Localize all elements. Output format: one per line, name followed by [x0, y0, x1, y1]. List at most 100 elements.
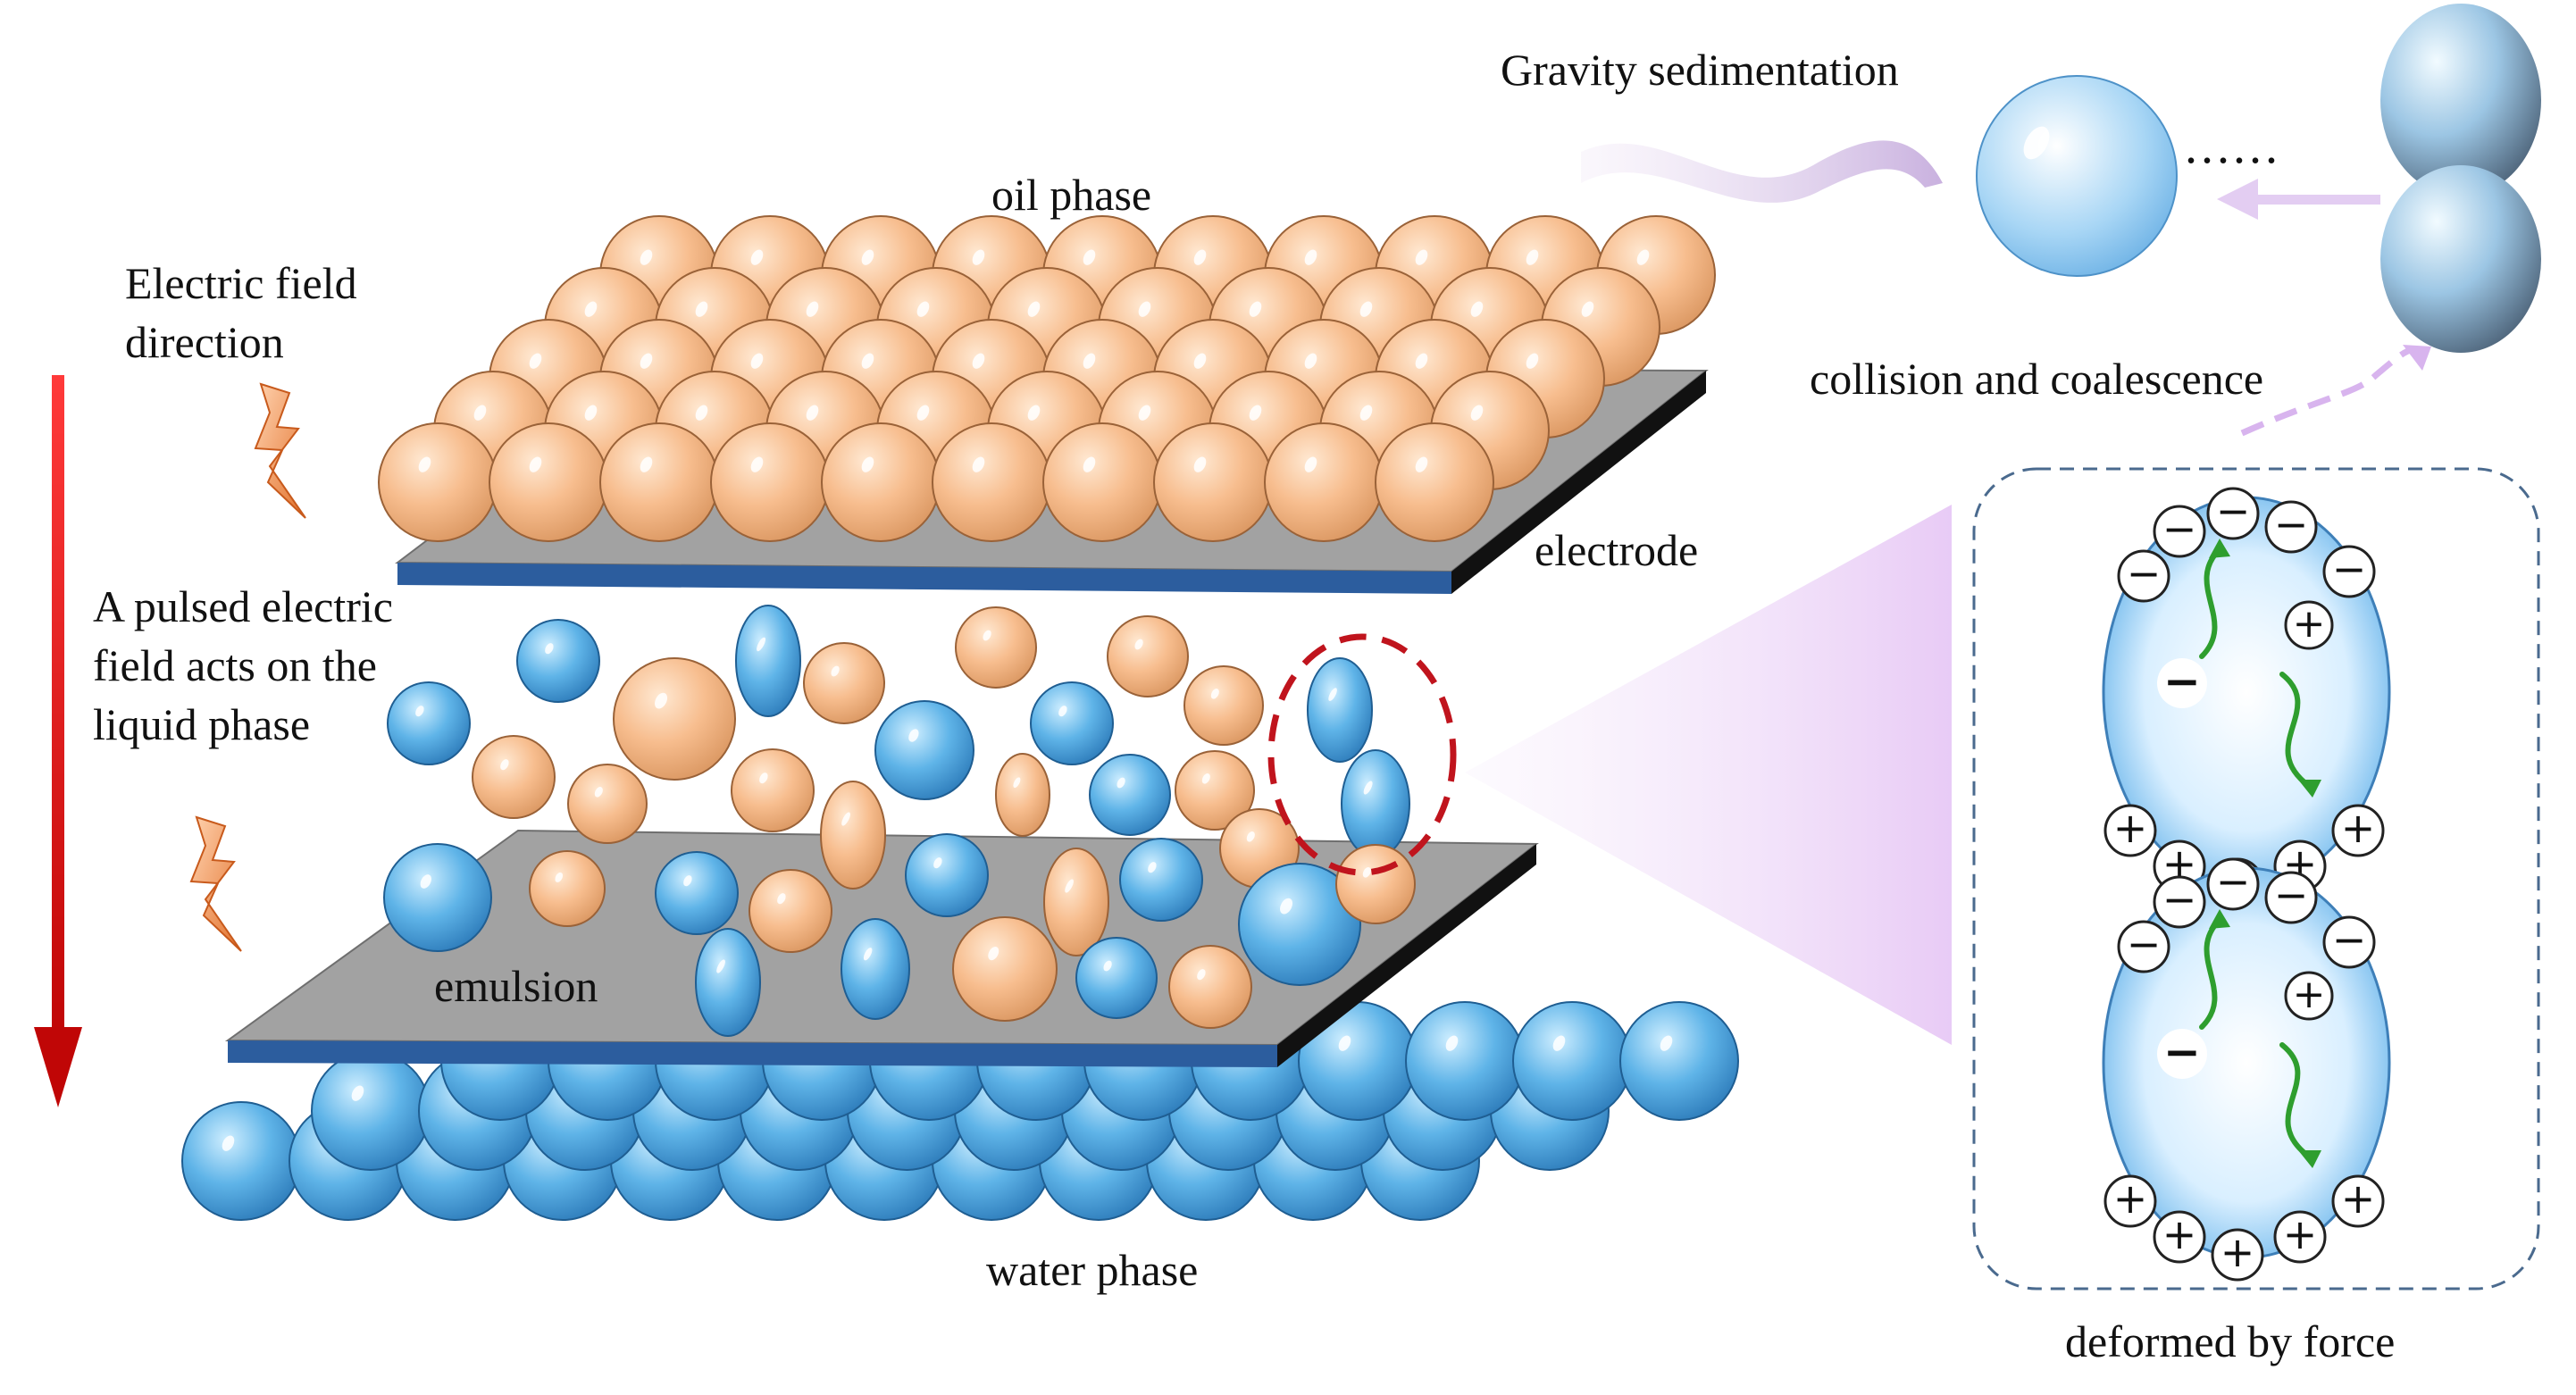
emulsion-drop-9-body: [1307, 657, 1373, 763]
emulsion-drop-18: [820, 781, 886, 890]
oil-sphere-0-1-body: [489, 422, 608, 542]
charged-droplet-upper-neg-charge-2: −: [2206, 487, 2260, 540]
charged-droplet-upper-neg-charge-1: −: [2153, 505, 2206, 558]
charged-droplet-lower-neg-charge-0: −: [2117, 920, 2170, 973]
water-sphere-2-11-body: [1619, 1001, 1739, 1121]
emulsion-drop-11-highlight: [594, 787, 603, 798]
oil-sphere-4-6-highlight: [1304, 249, 1317, 265]
emulsion-drop-33: [1168, 945, 1252, 1029]
emulsion-drop-9-highlight: [1328, 688, 1337, 701]
charged-droplet-upper-inner-neg-ring: [2157, 658, 2207, 708]
water-sphere-2-10-highlight: [1552, 1035, 1566, 1051]
charged-droplet-lower-inner-neg-ring: [2157, 1029, 2207, 1079]
emulsion-drop-15: [1175, 750, 1255, 831]
water-sphere-2-9: [1405, 1001, 1525, 1121]
lightning-icon-top-shape: [254, 382, 306, 519]
oil-sphere-0-6: [1042, 422, 1162, 542]
charged-droplet-upper: −−−−−++++++−: [2102, 487, 2391, 911]
oil-sphere-0-0-body: [378, 422, 498, 542]
oil-sphere-2-1-highlight: [640, 353, 653, 369]
dashed-curved-arrow-path: [2240, 346, 2427, 437]
emulsion-drop-32-highlight: [1103, 960, 1112, 972]
charged-droplet-upper-neg-sign-2: −: [2216, 487, 2251, 535]
oil-sphere-3-7-highlight: [1359, 301, 1373, 317]
water-sphere-1-0: [311, 1051, 431, 1171]
detail-dashed-box: [1972, 467, 2540, 1291]
charged-droplet-upper-inner-pos-sign: +: [2293, 601, 2326, 647]
oil-sphere-0-8-highlight: [1304, 456, 1317, 472]
emulsion-drop-25-highlight: [1065, 879, 1074, 893]
charged-droplet-upper-neg-charge-3: −: [2264, 500, 2318, 554]
charged-droplet-lower-pos-sign-2: +: [2221, 1228, 2255, 1276]
charged-droplet-upper-pos-sign-0: +: [2113, 804, 2148, 852]
oil-sphere-3-9-highlight: [1581, 301, 1594, 317]
charged-droplet-upper-neg-ring-1: [2153, 505, 2206, 558]
emulsion-drop-18-highlight: [841, 812, 850, 826]
oil-sphere-2-7-highlight: [1304, 353, 1317, 369]
water-sphere-0-0: [181, 1101, 301, 1221]
emulsion-drop-26: [1119, 838, 1203, 922]
charged-droplet-upper-green-head-right: [2298, 780, 2321, 798]
oil-sphere-2-5-highlight: [1083, 353, 1096, 369]
label-emulsion: emulsion: [434, 961, 598, 1011]
emulsion-drop-9: [1307, 657, 1373, 763]
emulsion-drop-3-highlight: [655, 692, 668, 709]
oil-sphere-1-3-highlight: [806, 405, 819, 421]
merged-droplet: [1976, 75, 2178, 277]
oil-sphere-3-5-highlight: [1138, 301, 1151, 317]
charged-droplet-upper-pos-ring-4: [2331, 804, 2385, 857]
zoom-fan: [1465, 505, 1952, 1045]
emulsion-drop-12-highlight: [759, 773, 768, 784]
emulsion-drop-1: [516, 619, 600, 703]
colliding-droplets: [2380, 4, 2541, 353]
charged-droplet-lower-neg-charge-3: −: [2264, 871, 2318, 924]
emulsion-drop-5: [955, 606, 1037, 689]
emulsion-drop-10-body: [472, 735, 556, 819]
oil-sphere-0-5-highlight: [972, 456, 985, 472]
emulsion-drop-20-highlight: [420, 874, 431, 889]
emulsion-drop-30: [841, 918, 910, 1020]
emulsion-drop-24-highlight: [933, 857, 942, 869]
emulsion-drop-11: [567, 764, 648, 844]
charged-droplet-lower-neg-ring-0: [2117, 920, 2170, 973]
top-electrode-side: [1451, 371, 1706, 594]
emulsion-drop-27-highlight: [1280, 898, 1293, 915]
oil-sphere-1-9-highlight: [1470, 405, 1484, 421]
oil-sphere-0-0-highlight: [418, 456, 431, 472]
emulsion-drop-4-body: [803, 642, 885, 724]
emulsion-drop-6-body: [1107, 615, 1189, 698]
emulsion-drop-2: [735, 605, 801, 717]
charged-droplet-lower-pos-ring-4: [2331, 1174, 2385, 1228]
emulsion-droplets: [383, 605, 1416, 1037]
emulsion-drop-33-body: [1168, 945, 1252, 1029]
colliding-droplet-lower: [2380, 165, 2541, 353]
emulsion-drop-14-highlight: [1013, 777, 1021, 789]
oil-sphere-1-0-highlight: [473, 405, 487, 421]
emulsion-drop-32-body: [1075, 937, 1158, 1019]
oil-sphere-4-9-highlight: [1636, 249, 1650, 265]
field-arrow-icon: [34, 375, 82, 1107]
charged-droplet-lower-pos-charge-3: +: [2273, 1210, 2327, 1264]
charged-droplet-upper-green-path-right: [2279, 672, 2312, 789]
charged-droplet-upper-inner-neg: −: [2157, 656, 2207, 708]
emulsion-drop-6: [1107, 615, 1189, 698]
water-sphere-2-11-highlight: [1660, 1035, 1673, 1051]
oil-sphere-4-0-highlight: [640, 249, 653, 265]
oil-sphere-0-5-body: [932, 422, 1051, 542]
charged-droplet-lower-pos-ring-0: [2103, 1174, 2157, 1228]
emulsion-drop-31: [952, 916, 1058, 1022]
lightning-icon-bottom: [189, 815, 242, 952]
charged-droplet-lower-neg-sign-3: −: [2274, 871, 2309, 919]
coalescence-arrow-shaft: [2251, 195, 2380, 205]
emulsion-drop-30-highlight: [863, 948, 873, 961]
water-sphere-2-9-body: [1405, 1001, 1525, 1121]
oil-sphere-1-1-highlight: [584, 405, 598, 421]
label-deformed-by-force: deformed by force: [2065, 1316, 2396, 1366]
emulsion-drop-14: [995, 753, 1050, 837]
emulsion-drop-0-body: [387, 681, 471, 765]
label-oil-phase: oil phase: [991, 170, 1152, 220]
highlight-dashed-circle: [1267, 633, 1457, 876]
emulsion-drop-3: [613, 657, 736, 781]
charged-droplet-lower-pos-sign-4: +: [2341, 1174, 2376, 1223]
oil-sphere-3-1-highlight: [695, 301, 708, 317]
